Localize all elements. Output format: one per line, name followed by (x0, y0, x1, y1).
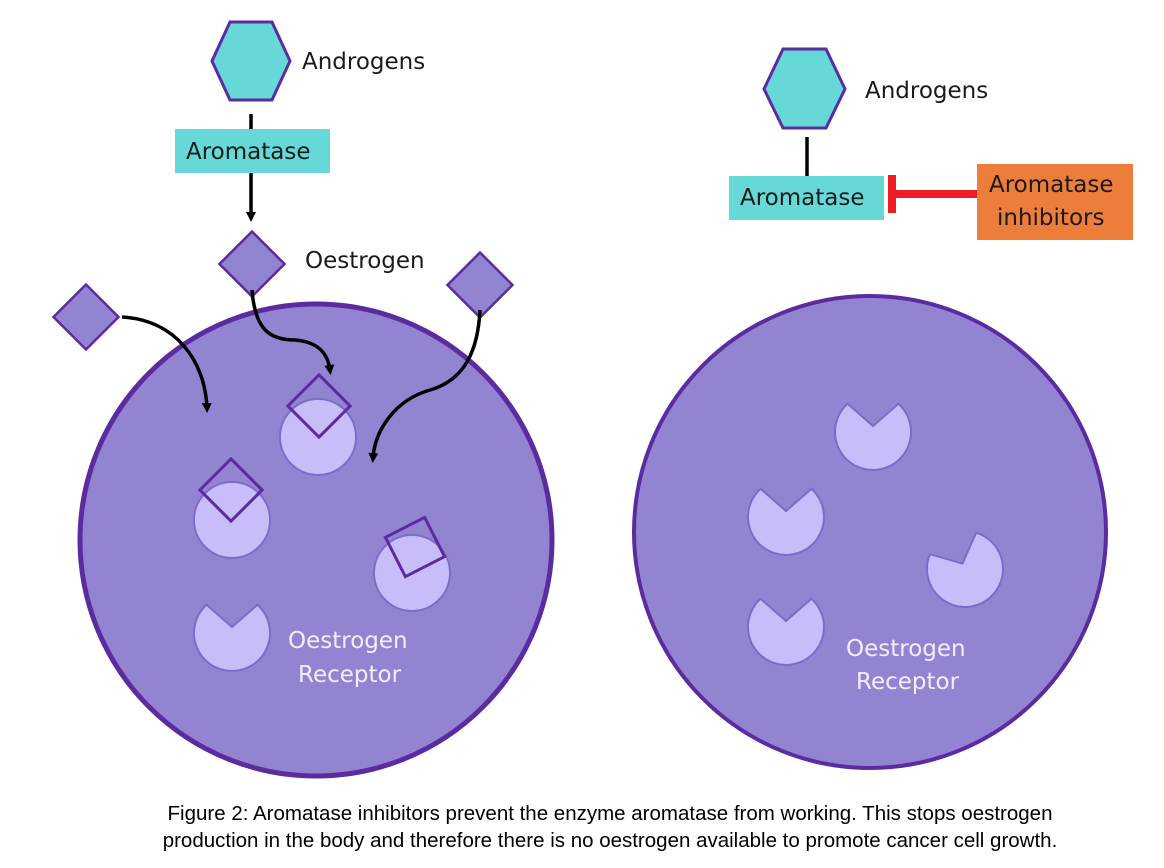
receptor-empty (834, 402, 912, 471)
inhibitor-label-line1: Aromatase (989, 172, 1114, 198)
cancer-cell (632, 294, 1108, 770)
receptor-empty (926, 531, 1004, 608)
inhibition-line (894, 190, 979, 198)
cell-label-line2: Receptor (856, 669, 960, 695)
receptor-empty (747, 487, 825, 556)
figure-caption: Figure 2: Aromatase inhibitors prevent t… (60, 800, 1160, 854)
oestrogen-entry-arrow (368, 309, 482, 463)
receptor-shape (834, 402, 912, 471)
androgens-hexagon-icon (210, 20, 292, 102)
oestrogen-molecule-icon (217, 229, 287, 299)
aromatase-label: Aromatase (740, 185, 865, 211)
left-panel: Androgens Aromatase Oestrogen (51, 20, 555, 779)
receptor-shape (926, 531, 1004, 608)
inhibitor-label-line2: inhibitors (997, 205, 1104, 231)
cell-label-line2: Receptor (298, 662, 402, 688)
aromatase-inhibitors-box (977, 164, 1133, 240)
oestrogen-entry-arrow (250, 289, 335, 375)
oestrogen-entry-arrow (121, 315, 212, 413)
caption-line-1: Figure 2: Aromatase inhibitors prevent t… (167, 802, 1053, 825)
aromatase-label: Aromatase (186, 139, 311, 165)
right-panel: Androgens Aromatase Aromatase inhibitors… (632, 47, 1133, 770)
aromatase-box (175, 129, 330, 173)
androgens-label: Androgens (302, 49, 425, 75)
androgens-label: Androgens (865, 78, 988, 104)
cell-label-line1: Oestrogen (846, 636, 966, 662)
oestrogen-label: Oestrogen (305, 248, 425, 274)
aromatase-diagram: Androgens Aromatase Oestrogen (51, 20, 1133, 779)
receptor-bound (279, 372, 357, 476)
aromatase-box (729, 176, 884, 220)
receptor-empty (747, 597, 825, 666)
receptor-shape (747, 487, 825, 556)
receptor-bound (193, 456, 271, 559)
receptor-empty (193, 603, 271, 672)
receptor-shape (193, 603, 271, 672)
cell-label-line1: Oestrogen (288, 628, 408, 654)
oestrogen-molecule-icon (445, 250, 515, 320)
androgens-hexagon-icon (762, 47, 847, 130)
cancer-cell (77, 301, 555, 779)
inhibition-bar (888, 175, 896, 213)
oestrogen-molecule-icon (51, 282, 121, 352)
receptor-shape (747, 597, 825, 666)
caption-line-2: production in the body and therefore the… (162, 829, 1058, 852)
receptor-bound (373, 515, 451, 612)
